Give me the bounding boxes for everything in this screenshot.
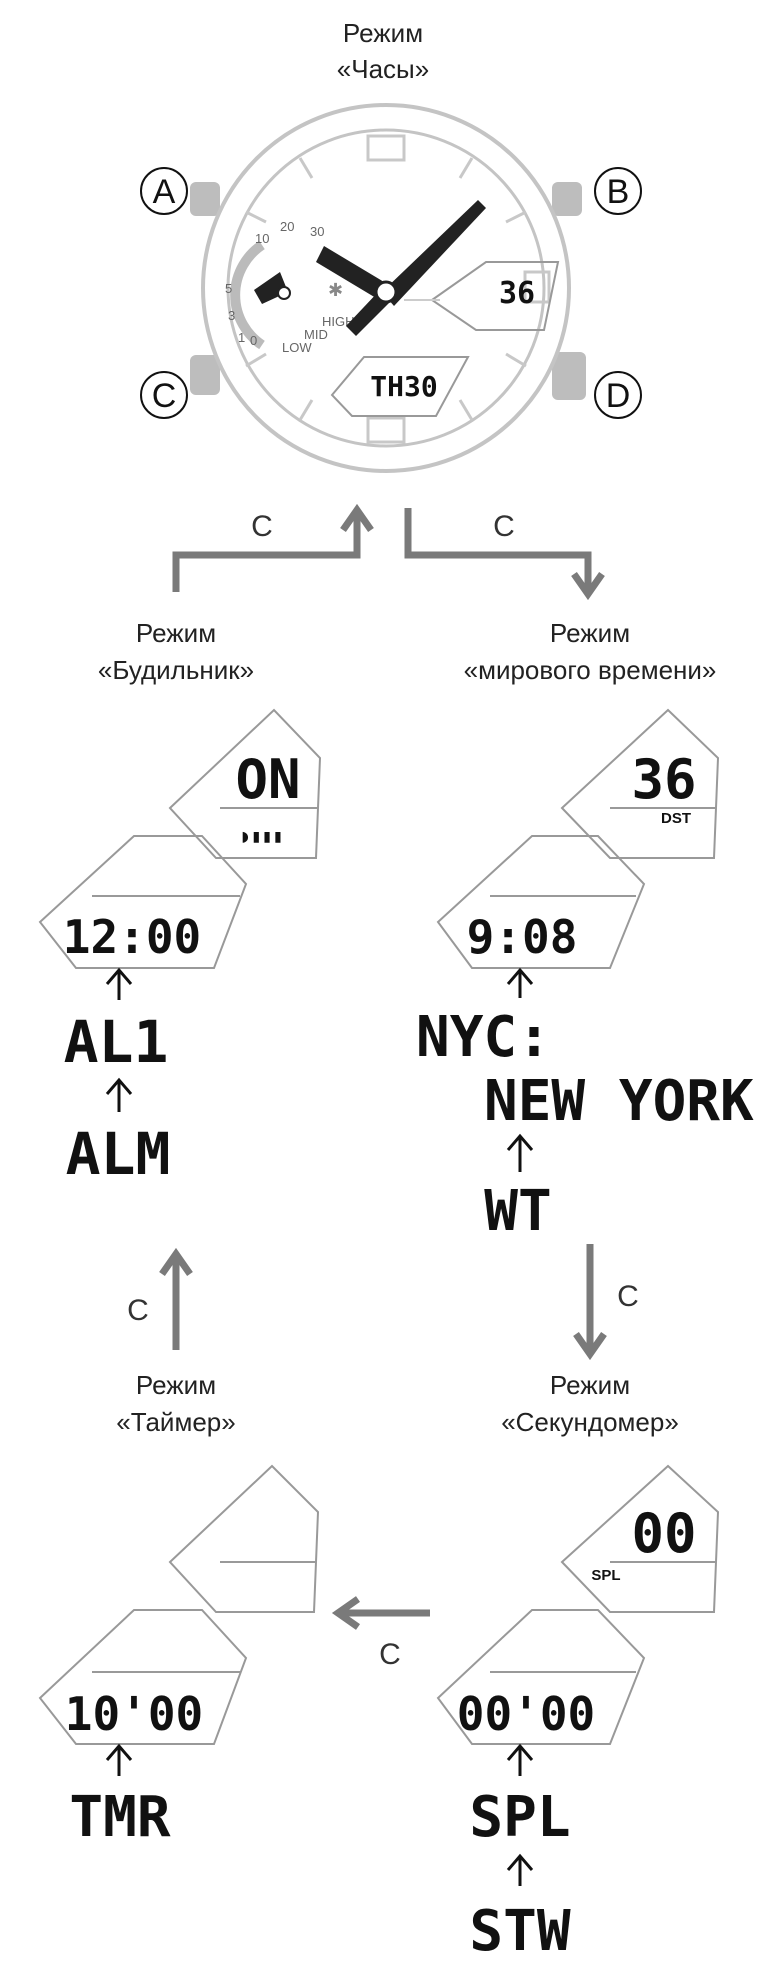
stopwatch-step-stw: STW [469,1899,570,1964]
flow-arrows: C C C C C [127,503,639,1671]
button-b-stub [552,182,582,216]
stopwatch-top-display: 00 [631,1502,696,1565]
bluetooth-icon: ✱ [328,280,343,301]
alarm-step-al1: AL1 [64,1008,169,1076]
arrow-timer-to-alarm-label: C [127,1294,149,1327]
clock-mode: Режим «Часы» 10 20 30 [140,18,642,473]
alarm-sound-icon: ◗▮▮▮ [240,826,283,847]
alarm-step-arrow-1 [105,967,133,1000]
world-mid-window [436,835,646,969]
arrow-alarm-to-clock [172,512,361,592]
clock-mode-label-line2: «Часы» [337,54,429,84]
stopwatch-mid-display: 00'00 [457,1687,595,1741]
world-top-display: 36 [631,748,696,811]
button-c-label: C [152,377,177,415]
timer-mid-display: 10'00 [65,1687,203,1741]
subdial-number: 10 [255,231,269,246]
hands-pivot [374,280,398,304]
alarm-mid-window [38,835,248,969]
subdial-number: 1 [238,330,245,345]
subdial-hand [254,272,288,304]
alarm-step-alm: ALM [66,1120,171,1188]
button-b-label: B [607,173,630,211]
arrow-clock-to-world-label: C [493,510,515,543]
day-window [330,356,470,417]
arrow-alarm-to-clock-head [340,503,374,533]
stopwatch-mid-window [436,1609,646,1745]
timer-mode-code: TMR [69,1785,170,1850]
level-label-low: LOW [282,340,312,355]
world-step-arrow-1 [506,967,534,998]
world-city-name: NEW YORK [484,1069,754,1134]
world-dst-tag: DST [661,810,691,827]
level-label-mid: MID [304,327,328,342]
subdial-number: 3 [228,308,235,323]
subdial-arc [230,240,265,350]
arrow-timer-to-alarm-head [159,1247,193,1277]
timer-top-window [168,1464,320,1613]
stopwatch-mode-label-line1: Режим [550,1370,630,1400]
world-step-arrow-2 [506,1133,534,1172]
stopwatch-step-spl: SPL [469,1785,570,1850]
stopwatch-mode: Режим «Секундомер» 00 SPL 00'00 SPL STW [436,1370,720,1964]
world-city-code: NYC: [416,1005,551,1070]
button-a-stub [190,182,220,216]
world-time-label-line2: «мирового времени» [464,655,717,685]
world-mode-code: WT [484,1179,551,1244]
world-time-label-line1: Режим [550,618,630,648]
button-d-label-circle [594,371,642,419]
button-a-label: A [153,173,176,211]
day-display: TH30 [370,370,437,403]
arrow-stopwatch-to-timer-head [331,1596,361,1630]
button-c-stub [190,355,220,395]
arrow-world-to-stopwatch-head [573,1331,607,1361]
timer-step-arrow [105,1743,133,1776]
timer-mode: Режим «Таймер» 10'00 TMR [38,1370,320,1850]
world-time-mode: Режим «мирового времени» 36 DST 9:08 NYC… [416,618,754,1244]
minute-hand [382,200,486,306]
alarm-mode-label-line2: «Будильник» [98,655,254,685]
subdial-pivot [277,286,291,300]
button-b-label-circle [594,167,642,215]
world-mid-display: 9:08 [467,910,578,964]
button-a-label-circle [140,167,188,215]
arrow-alarm-to-clock-label: C [251,510,273,543]
clock-mode-label-line1: Режим [343,18,423,48]
arrow-clock-to-world-head [571,571,605,601]
alarm-mode-label-line1: Режим [136,618,216,648]
subdial-number: 20 [280,219,294,234]
hour-hand [316,246,384,298]
button-d-stub [552,352,586,400]
timer-mid-window [38,1609,248,1745]
arrow-world-to-stopwatch-label: C [617,1280,639,1313]
watch-bezel [226,128,546,448]
stopwatch-mode-label-line2: «Секундомер» [501,1407,679,1437]
date-window [430,261,560,331]
stopwatch-spl-tag: SPL [591,1567,620,1584]
alarm-mid-display: 12:00 [63,910,201,964]
arrow-stopwatch-to-timer-label: C [379,1638,401,1671]
button-d-label: D [606,377,631,415]
subdial-number: 30 [310,224,324,239]
subdial-number: 0 [250,333,257,348]
alarm-mode: Режим «Будильник» ON ◗▮▮▮ 12:00 AL1 ALM [38,618,322,1188]
level-subdial: 10 20 30 5 3 1 0 HIGH MID LOW ✱ [225,219,355,355]
subdial-number: 5 [225,281,232,296]
alarm-step-arrow-2 [105,1077,133,1112]
stopwatch-step-arrow-1 [506,1743,534,1776]
alarm-top-display: ON [235,748,300,811]
level-label-high: HIGH [322,314,355,329]
hour-indices [245,134,551,444]
arrow-clock-to-world [404,508,592,590]
date-display: 36 [499,276,535,311]
timer-mode-label-line1: Режим [136,1370,216,1400]
button-c-label-circle [140,371,188,419]
minute-hand-tail [346,290,390,336]
timer-mode-label-line2: «Таймер» [116,1407,235,1437]
stopwatch-step-arrow-2 [506,1853,534,1886]
